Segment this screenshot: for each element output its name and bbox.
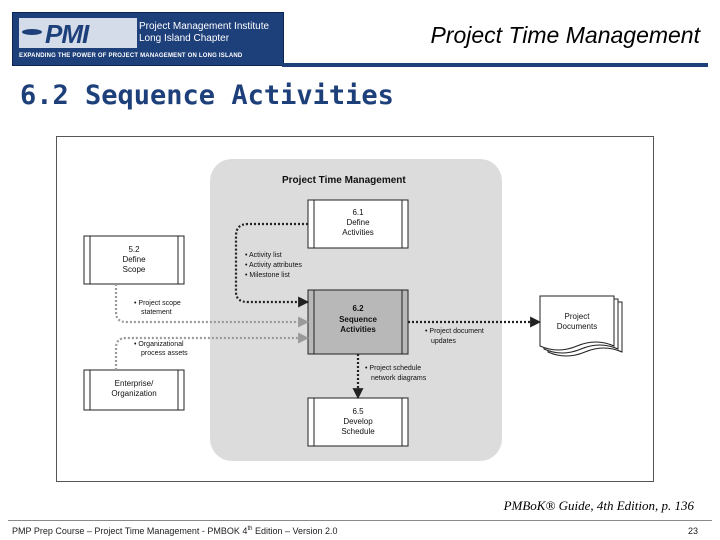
process-6-2-name-line2: Activities xyxy=(340,325,376,334)
header-rule xyxy=(282,63,708,67)
pmi-logo: PMI Project Management Institute Long Is… xyxy=(12,12,284,66)
process-6-1-name-line1: Define xyxy=(346,218,370,227)
flow-label-network-line1: • Project schedule xyxy=(365,365,421,372)
flow-label-network-line2: network diagrams xyxy=(371,375,427,382)
org-name-line2: Long Island Chapter xyxy=(139,33,230,44)
footer-course-superscript: th xyxy=(247,526,253,532)
arrow-define-scope-to-sequence xyxy=(114,284,310,328)
process-6-5-name-line1: Develop xyxy=(343,417,373,426)
process-5-2-number: 5.2 xyxy=(128,245,140,254)
process-6-1-define-activities: 6.1 Define Activities xyxy=(307,199,409,249)
footer-course-suffix: Edition – Version 2.0 xyxy=(252,526,338,536)
org-name-line1: Project Management Institute xyxy=(139,21,270,32)
pmi-logo-letters: PMI xyxy=(45,19,89,49)
flow-label-scope-line2: statement xyxy=(141,309,172,316)
flow-labels-network-diagrams: • Project schedule network diagrams xyxy=(365,365,427,382)
process-5-2-define-scope: 5.2 Define Scope xyxy=(83,235,185,285)
project-documents-icon: Project Documents xyxy=(539,295,623,357)
flow-labels-process-assets: • Organizational process assets xyxy=(134,341,188,357)
footer-course-prefix: PMP Prep Course – Project Time Managemen… xyxy=(12,526,248,536)
org-tagline: EXPANDING THE POWER OF PROJECT MANAGEMEN… xyxy=(19,53,243,59)
arrow-define-activities-to-sequence xyxy=(234,222,310,308)
flow-label-assets-line1: • Organizational xyxy=(134,341,184,348)
flow-label-updates-line2: updates xyxy=(431,338,456,345)
flow-labels-document-updates: • Project document updates xyxy=(425,328,484,345)
process-6-5-number: 6.5 xyxy=(352,407,364,416)
process-diagram: Project Time Management 6.1 Define Activ… xyxy=(56,136,654,482)
slide-title: 6.2 Sequence Activities xyxy=(20,80,394,111)
flow-label-milestone-list: • Milestone list xyxy=(245,272,290,279)
process-6-1-number: 6.1 xyxy=(352,208,364,217)
enterprise-organization-box: Enterprise/ Organization xyxy=(83,369,185,411)
process-6-2-number: 6.2 xyxy=(352,304,364,313)
process-6-5-develop-schedule: 6.5 Develop Schedule xyxy=(307,397,409,447)
header-title: Project Time Management xyxy=(430,22,700,48)
process-6-5-name-line2: Schedule xyxy=(341,427,375,436)
process-6-2-name-line1: Sequence xyxy=(339,315,377,324)
process-6-1-name-line2: Activities xyxy=(342,228,374,237)
knowledge-area-title: Project Time Management xyxy=(282,175,406,186)
flow-labels-activity-outputs: • Activity list • Activity attributes • … xyxy=(245,252,302,279)
enterprise-line2: Organization xyxy=(111,389,156,398)
enterprise-line1: Enterprise/ xyxy=(115,379,154,388)
source-citation: PMBoK® Guide, 4th Edition, p. 136 xyxy=(503,498,694,513)
footer-rule xyxy=(8,520,712,521)
flow-label-activity-list: • Activity list xyxy=(245,252,282,259)
flow-label-assets-line2: process assets xyxy=(141,350,188,357)
project-documents-line2: Documents xyxy=(557,322,597,331)
footer-course-text: PMP Prep Course – Project Time Managemen… xyxy=(12,526,338,536)
pmi-logo-mark: PMI xyxy=(19,18,137,49)
process-6-2-sequence-activities: 6.2 Sequence Activities xyxy=(307,289,409,355)
long-island-icon xyxy=(22,29,42,35)
process-5-2-name-line2: Scope xyxy=(123,265,146,274)
flow-label-activity-attributes: • Activity attributes xyxy=(245,262,302,269)
project-documents-line1: Project xyxy=(565,312,591,321)
process-5-2-name-line1: Define xyxy=(122,255,146,264)
flow-label-updates-line1: • Project document xyxy=(425,328,484,335)
flow-labels-scope-statement: • Project scope statement xyxy=(134,300,181,316)
flow-label-scope-line1: • Project scope xyxy=(134,300,181,307)
page-number: 23 xyxy=(687,526,698,536)
